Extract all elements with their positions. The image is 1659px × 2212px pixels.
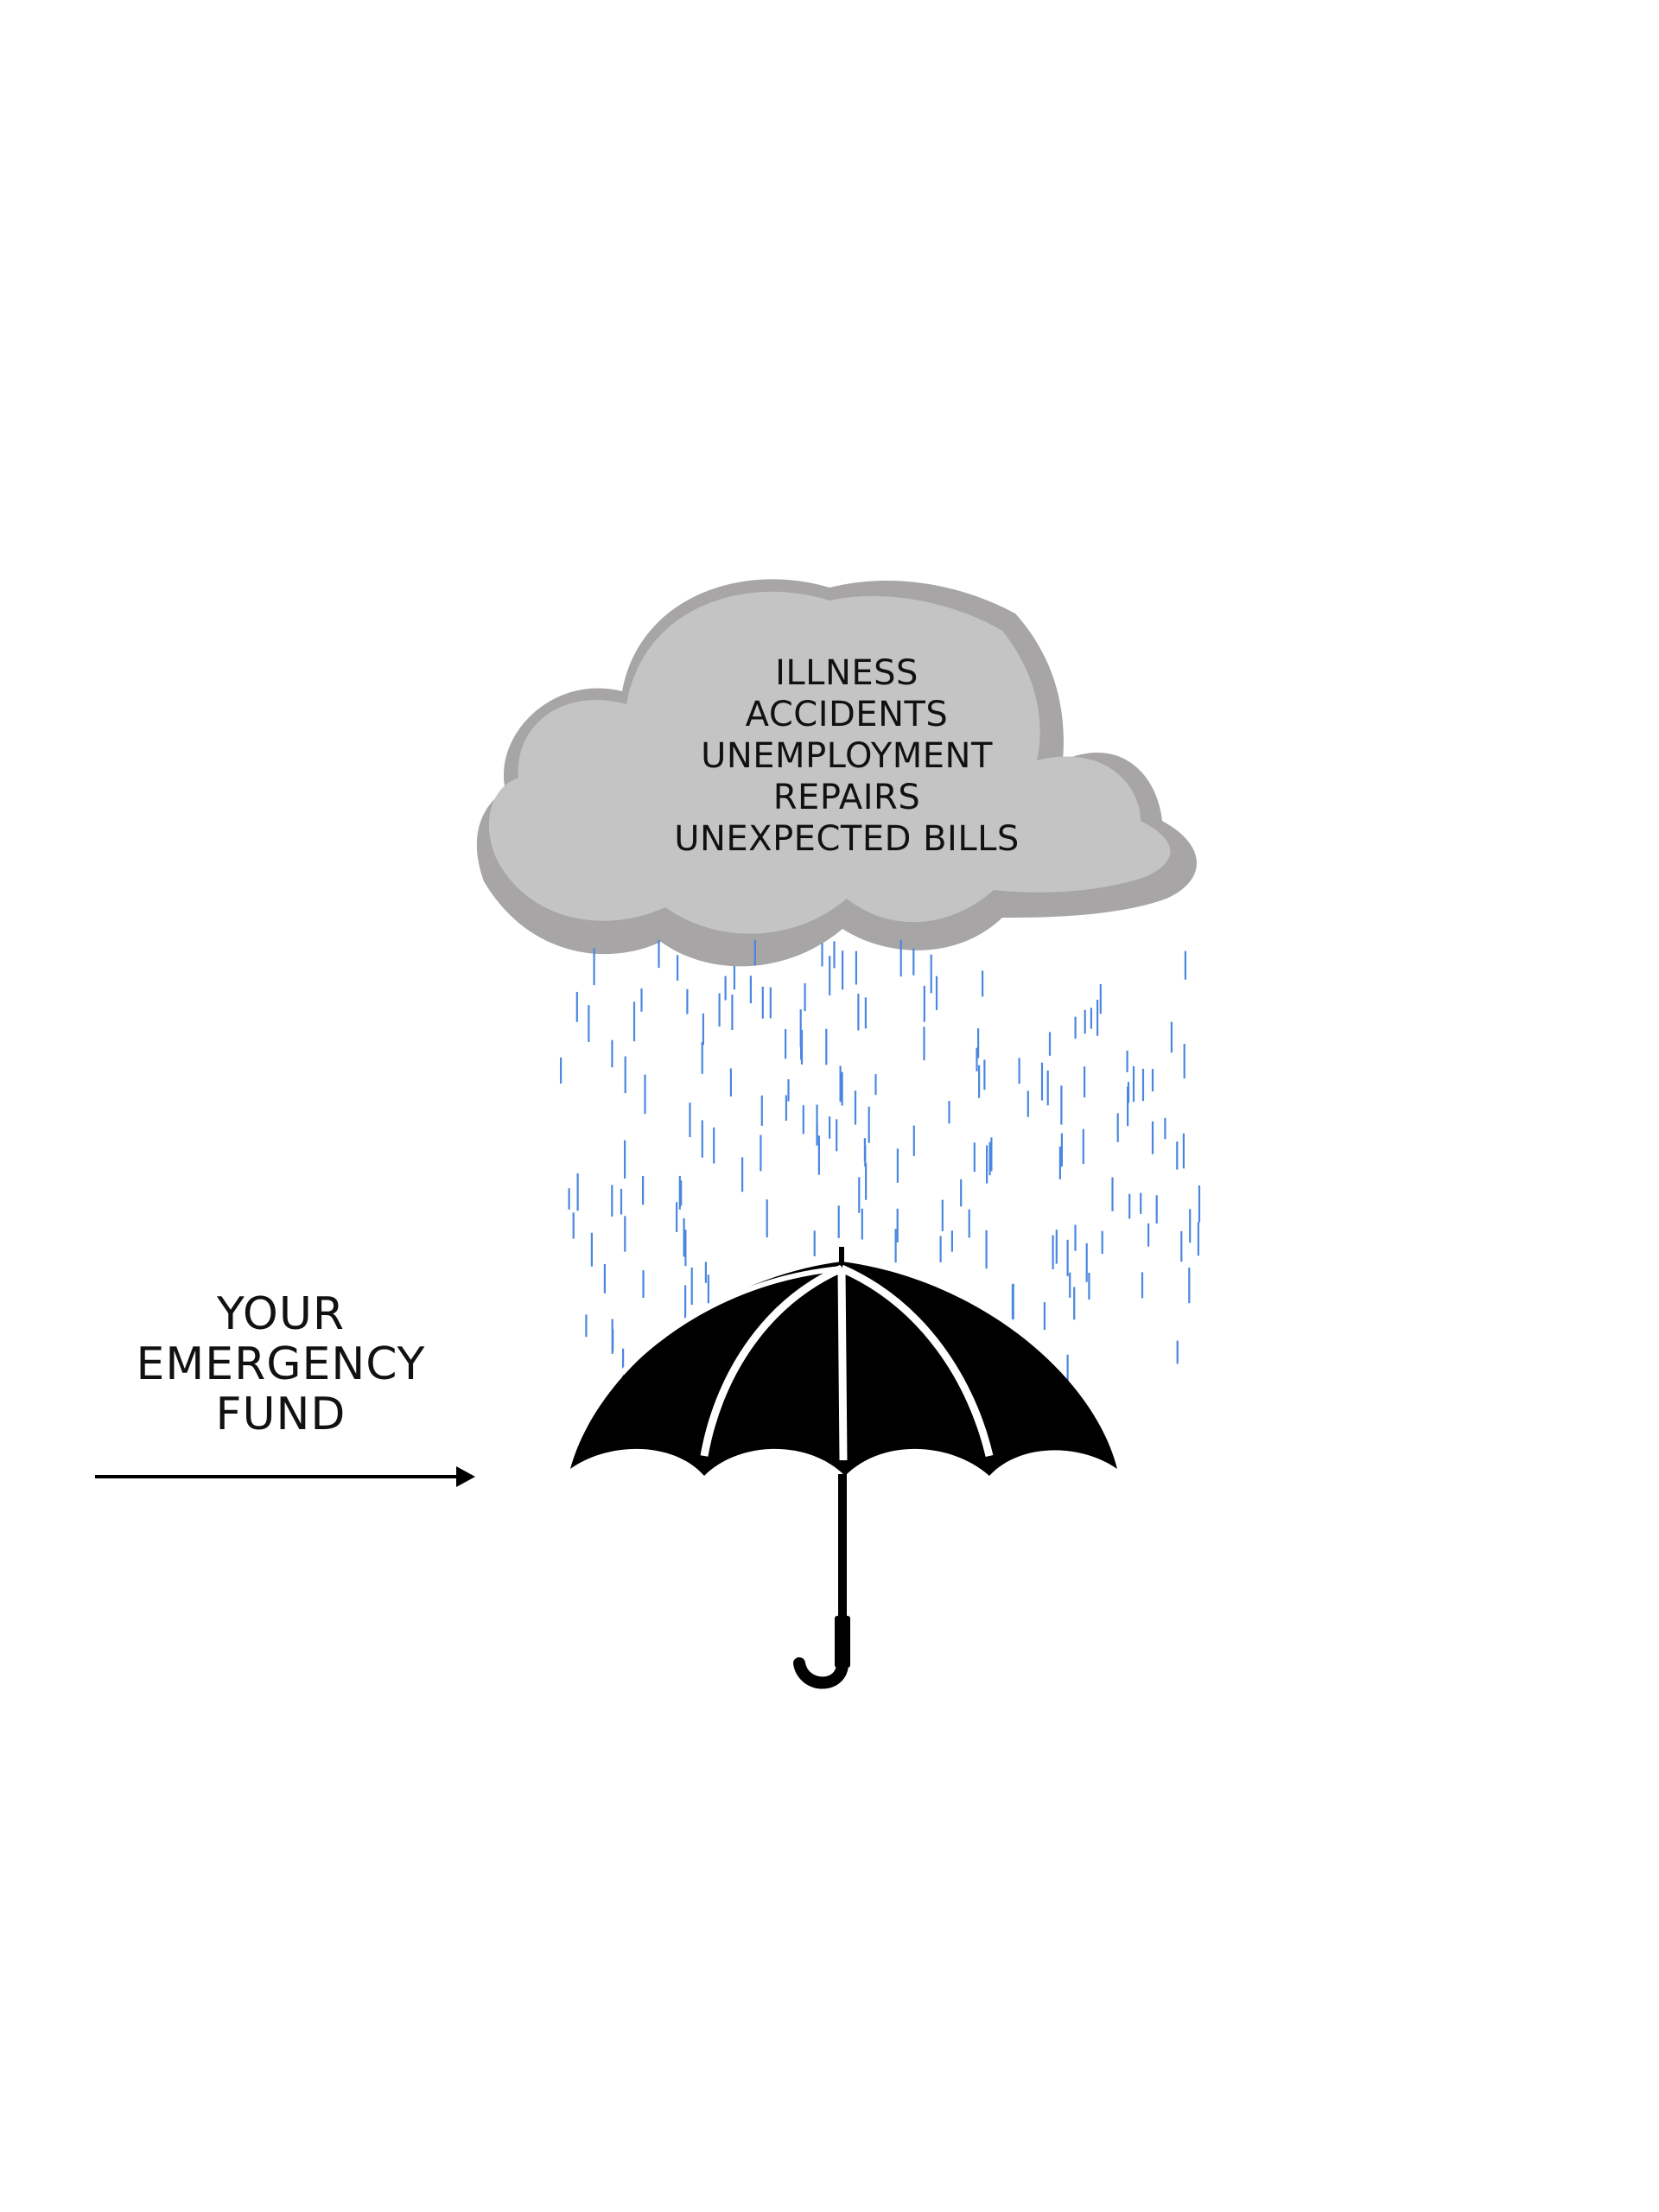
risk-list: ILLNESS ACCIDENTS UNEMPLOYMENT REPAIRS U… [605, 652, 1089, 860]
emergency-fund-label: YOUR EMERGENCY FUND [112, 1289, 449, 1440]
risk-item-accidents: ACCIDENTS [745, 695, 949, 734]
umbrella-tip [839, 1247, 844, 1264]
label-line-1: YOUR [216, 1288, 346, 1340]
umbrella-shaft [838, 1474, 847, 1625]
risk-item-illness: ILLNESS [775, 653, 918, 693]
label-line-2: EMERGENCY [136, 1338, 426, 1390]
risk-item-unemployment: UNEMPLOYMENT [701, 736, 993, 776]
arrow-icon [95, 1466, 475, 1487]
risk-item-unexpected-bills: UNEXPECTED BILLS [674, 819, 1020, 859]
cloud-body [488, 591, 1171, 934]
umbrella-icon [570, 1247, 1117, 1689]
label-line-3: FUND [215, 1389, 346, 1440]
risk-item-repairs: REPAIRS [772, 778, 921, 817]
umbrella-handle [793, 1657, 849, 1689]
cloud-icon [476, 579, 1197, 967]
rain-icon [559, 939, 1201, 1385]
